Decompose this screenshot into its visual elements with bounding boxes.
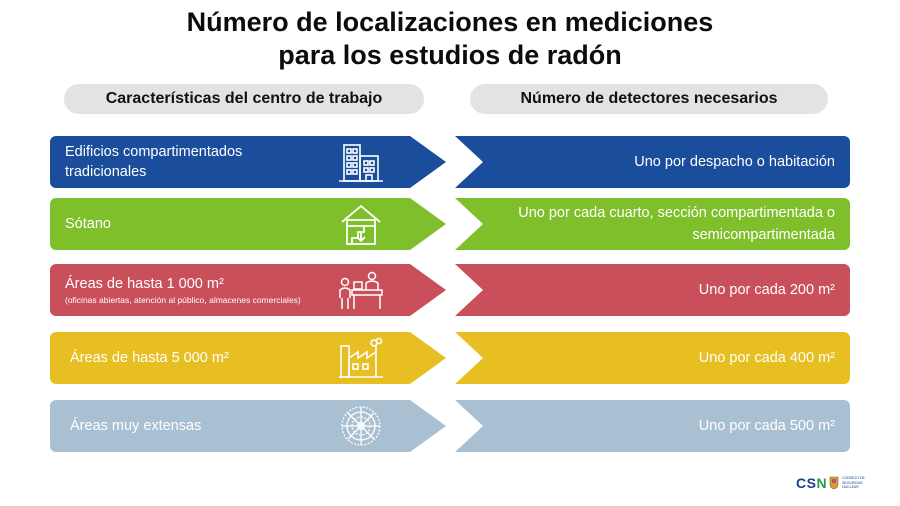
row-detectors: Uno por despacho o habitación xyxy=(634,154,835,170)
crest-icon xyxy=(829,476,839,490)
row-left-arrow xyxy=(50,332,446,384)
row-right-arrow xyxy=(455,332,850,384)
row-characteristic: Edificios compartimentados tradicionales xyxy=(65,136,325,188)
row-characteristic: Áreas de hasta 1 000 m² (oficinas abiert… xyxy=(65,264,340,316)
row-compartmented-buildings: Edificios compartimentados tradicionales… xyxy=(0,136,900,188)
row-right-arrow xyxy=(455,400,850,452)
row-areas-1000: Áreas de hasta 1 000 m² (oficinas abiert… xyxy=(0,264,900,316)
row-detectors: Uno por cada 200 m² xyxy=(698,282,835,298)
row-basement: Sótano Uno por cada cuarto, sección comp… xyxy=(0,198,900,250)
row-characteristic-line1: Áreas de hasta 5 000 m² xyxy=(70,350,229,366)
row-left-arrow xyxy=(50,136,446,188)
row-characteristic-line1: Áreas de hasta 1 000 m² xyxy=(65,275,224,292)
row-areas-5000: Áreas de hasta 5 000 m² Uno por cada 400… xyxy=(0,332,900,384)
row-detectors: Uno por cada 500 m² xyxy=(698,418,835,434)
row-right-arrow xyxy=(455,198,850,250)
row-detectors: Uno por cada cuarto, sección compartimen… xyxy=(518,205,835,243)
row-left-arrow xyxy=(50,198,446,250)
row-characteristic: Áreas muy extensas xyxy=(70,400,330,452)
title-line-1: Número de localizaciones en mediciones xyxy=(186,7,714,37)
title-line-2: para los estudios de radón xyxy=(278,40,622,70)
row-characteristic-line1: Sótano xyxy=(65,216,111,232)
row-right-arrow xyxy=(455,136,850,188)
row-detectors: Uno por cada 400 m² xyxy=(698,350,835,366)
row-characteristic: Áreas de hasta 5 000 m² xyxy=(70,332,330,384)
page-title: Número de localizaciones en mediciones p… xyxy=(0,6,900,72)
basement-icon xyxy=(336,202,386,246)
row-characteristic-line1: Edificios compartimentados xyxy=(65,144,243,160)
row-characteristic-line2: tradicionales xyxy=(65,164,147,180)
logo-subtitle: CONSEJO DE SEGURIDAD NUCLEAR xyxy=(842,476,865,490)
header-characteristics: Características del centro de trabajo xyxy=(64,84,424,114)
row-characteristic-subtitle: (oficinas abiertas, atención al público,… xyxy=(65,294,301,305)
row-right-arrow xyxy=(455,264,850,316)
csn-logo: CSN CONSEJO DE SEGURIDAD NUCLEAR xyxy=(796,472,876,494)
header-detectors: Número de detectores necesarios xyxy=(470,84,828,114)
open-office-icon xyxy=(336,268,386,312)
logo-wordmark: CSN xyxy=(796,475,828,491)
office-building-icon xyxy=(336,140,386,184)
large-area-icon xyxy=(336,404,386,448)
row-characteristic: Sótano xyxy=(65,198,325,250)
factory-icon xyxy=(336,336,386,380)
row-characteristic-line1: Áreas muy extensas xyxy=(70,418,202,434)
row-very-large-areas: Áreas muy extensas Uno por cada 500 m² xyxy=(0,400,900,452)
